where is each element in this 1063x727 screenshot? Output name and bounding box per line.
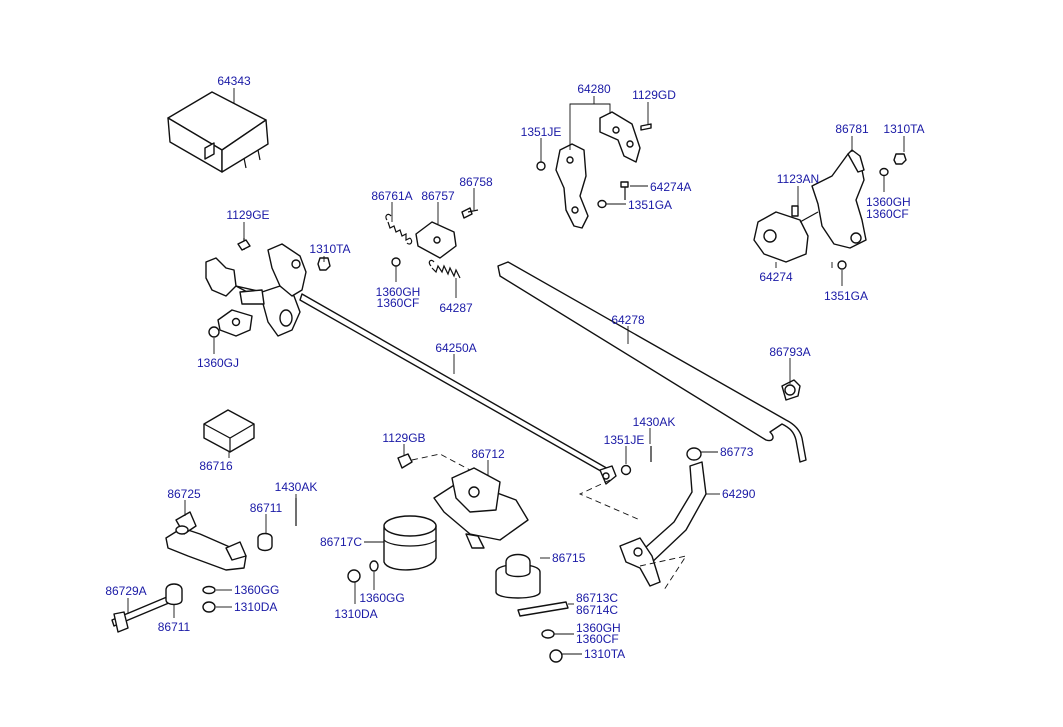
cover-64343 (167, 91, 269, 173)
callout-64343[interactable]: 64343 (217, 74, 251, 88)
callout-86781[interactable]: 86781 (835, 122, 869, 136)
damper-86717C (347, 515, 437, 583)
callout-64274A[interactable]: 64274A (650, 180, 691, 194)
bracket-64280 (536, 111, 652, 229)
rod-64250A (299, 293, 652, 485)
callout-86717C[interactable]: 86717C (320, 535, 362, 549)
callout-1310DA-mid[interactable]: 1310DA (334, 607, 377, 621)
callout-64287[interactable]: 64287 (439, 301, 473, 315)
callout-1129GE[interactable]: 1129GE (226, 208, 269, 222)
callout-1123AN[interactable]: 1123AN (777, 172, 819, 186)
callout-1129GD[interactable]: 1129GD (632, 88, 676, 102)
callout-86713C[interactable]: 86713C (576, 591, 618, 605)
callout-86793A[interactable]: 86793A (769, 345, 810, 359)
callout-86729A[interactable]: 86729A (105, 584, 146, 598)
nut-1360GH-mid (391, 257, 401, 267)
lever-64290 (619, 447, 707, 591)
callout-1430AK-mid[interactable]: 1430AK (633, 415, 676, 429)
callout-86714C[interactable]: 86714C (576, 603, 618, 617)
cap-86716 (203, 409, 255, 453)
callout-64278[interactable]: 64278 (611, 313, 645, 327)
callout-86716[interactable]: 86716 (199, 459, 233, 473)
bracket-86781 (753, 149, 907, 272)
callout-1360GG-bot[interactable]: 1360GG (234, 583, 279, 597)
callout-86758[interactable]: 86758 (459, 175, 493, 189)
bracket-86712 (397, 453, 641, 549)
callout-64250A[interactable]: 64250A (435, 341, 476, 355)
callout-86725[interactable]: 86725 (167, 487, 201, 501)
callout-1360GH-mid[interactable]: 1360GH (376, 285, 421, 299)
callout-1129GB[interactable]: 1129GB (382, 431, 425, 445)
callout-1351GA-right[interactable]: 1351GA (824, 289, 868, 303)
leader-lines (127, 88, 905, 655)
callout-1310TA-bot[interactable]: 1310TA (584, 647, 625, 661)
bolt-86758 (461, 207, 479, 219)
spring-64287 (428, 259, 461, 279)
callout-1310TA-left[interactable]: 1310TA (309, 242, 350, 256)
callout-64280[interactable]: 64280 (577, 82, 611, 96)
callout-86712[interactable]: 86712 (471, 447, 505, 461)
callout-64274[interactable]: 64274 (759, 270, 793, 284)
callout-86711-top[interactable]: 86711 (250, 501, 283, 515)
callout-86715[interactable]: 86715 (552, 551, 586, 565)
callout-1360GH-right[interactable]: 1360GH (866, 195, 911, 209)
callout-1360CF-right[interactable]: 1360CF (866, 207, 909, 221)
callout-1360CF-bot[interactable]: 1360CF (576, 632, 619, 646)
callout-1310TA-right[interactable]: 1310TA (883, 122, 924, 136)
callout-1351GA-top[interactable]: 1351GA (628, 198, 672, 212)
callout-1360CF-mid[interactable]: 1360CF (377, 296, 420, 310)
callout-86711-bot[interactable]: 86711 (158, 620, 191, 634)
callout-1310DA-bot[interactable]: 1310DA (234, 600, 277, 614)
callout-86757[interactable]: 86757 (421, 189, 455, 203)
callout-86773[interactable]: 86773 (720, 445, 754, 459)
link-assembly-left (205, 238, 331, 338)
callout-1360GJ[interactable]: 1360GJ (197, 356, 239, 370)
callout-1351JE-mid[interactable]: 1351JE (604, 433, 645, 447)
spring-86761A (385, 213, 413, 245)
callout-1360GH-bot[interactable]: 1360GH (576, 621, 621, 635)
clip-86757 (415, 221, 457, 259)
callout-64290[interactable]: 64290 (722, 487, 756, 501)
rod-64278 (497, 261, 807, 463)
callout-86761A[interactable]: 86761A (371, 189, 412, 203)
callout-1430AK-left[interactable]: 1430AK (275, 480, 318, 494)
callout-1351JE-top[interactable]: 1351JE (521, 125, 562, 139)
mount-86715 (495, 553, 569, 663)
callout-1360GG-mid[interactable]: 1360GG (359, 591, 404, 605)
callout-labels: 64343 64280 1129GD 1351JE 64274A 1351GA … (105, 74, 924, 661)
